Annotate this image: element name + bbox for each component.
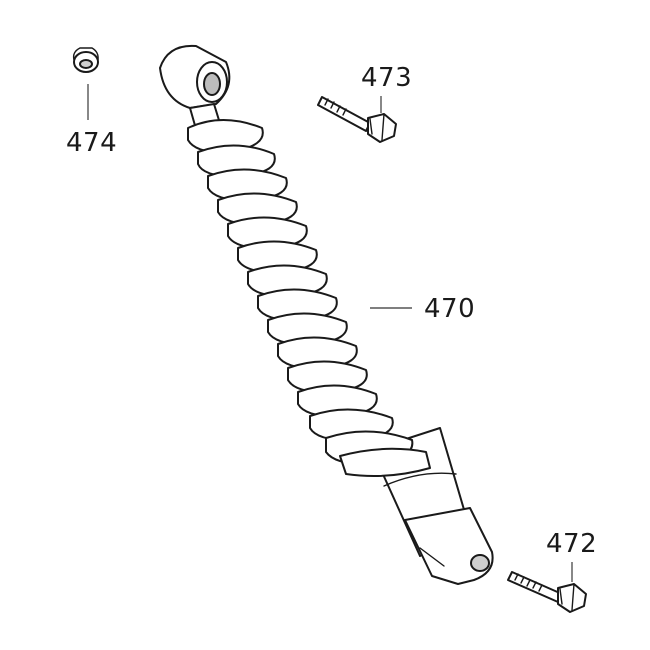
washer-474	[72, 47, 99, 73]
part-number-474: 474	[66, 128, 118, 158]
coil-spring	[187, 119, 431, 477]
shock-absorber-470	[159, 44, 494, 585]
part-number-473: 473	[361, 63, 413, 93]
bolt-473	[317, 96, 397, 143]
part-number-470: 470	[424, 294, 476, 324]
part-number-472: 472	[546, 529, 598, 559]
bolt-472	[507, 571, 587, 613]
